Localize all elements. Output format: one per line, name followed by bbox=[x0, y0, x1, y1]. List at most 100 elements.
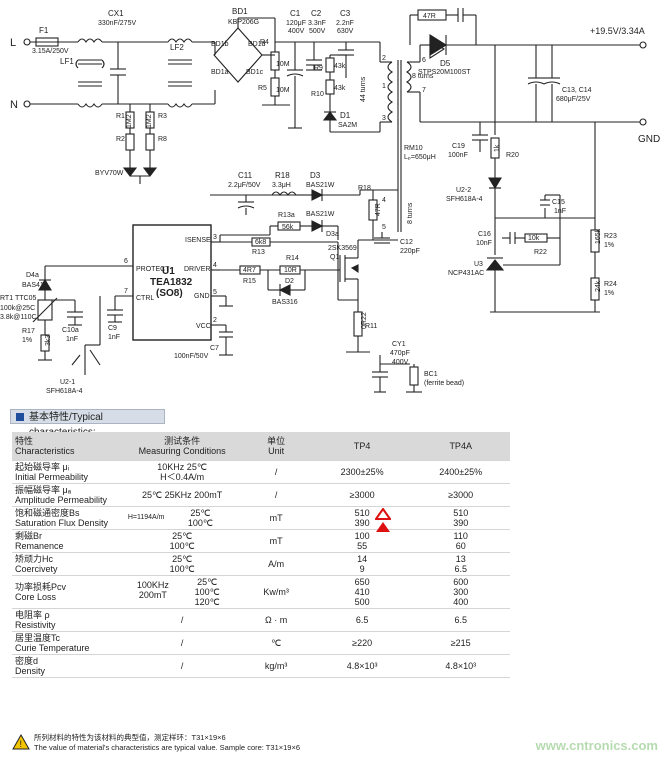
svg-text:C13, C14: C13, C14 bbox=[562, 87, 592, 94]
svg-text:R9: R9 bbox=[314, 65, 323, 72]
svg-text:R3: R3 bbox=[158, 113, 167, 120]
svg-text:C19: C19 bbox=[452, 143, 465, 150]
svg-text:D1: D1 bbox=[340, 111, 351, 120]
svg-text:1: 1 bbox=[382, 83, 386, 90]
svg-text:D5: D5 bbox=[440, 59, 451, 68]
svg-text:4: 4 bbox=[213, 262, 217, 269]
svg-text:47R: 47R bbox=[423, 13, 436, 20]
svg-text:47R: 47R bbox=[375, 203, 382, 216]
svg-text:BD1b: BD1b bbox=[211, 41, 229, 48]
svg-text:CX1: CX1 bbox=[108, 9, 124, 18]
svg-text:5: 5 bbox=[213, 289, 217, 296]
svg-text:10nF: 10nF bbox=[476, 240, 492, 247]
svg-text:NCP431AC: NCP431AC bbox=[448, 270, 484, 277]
svg-text:LF2: LF2 bbox=[170, 43, 184, 52]
svg-text:R2: R2 bbox=[116, 136, 125, 143]
svg-text:10M: 10M bbox=[276, 87, 290, 94]
svg-text:STPS20M100ST: STPS20M100ST bbox=[418, 69, 471, 76]
svg-text:GND: GND bbox=[638, 134, 660, 145]
svg-text:PROTECT: PROTECT bbox=[136, 266, 170, 273]
svg-text:VCC: VCC bbox=[196, 323, 211, 330]
svg-text:Lₚ=650μH: Lₚ=650μH bbox=[404, 154, 436, 161]
svg-text:100nF/50V: 100nF/50V bbox=[174, 353, 209, 360]
svg-text:400V: 400V bbox=[288, 28, 305, 35]
svg-text:44 turns: 44 turns bbox=[360, 76, 367, 102]
svg-text:1nF: 1nF bbox=[66, 336, 78, 343]
svg-text:24k: 24k bbox=[595, 280, 602, 292]
svg-text:120μF: 120μF bbox=[286, 20, 306, 27]
svg-text:R11: R11 bbox=[365, 323, 377, 330]
svg-text:500V: 500V bbox=[309, 28, 326, 35]
warning-mark-icon bbox=[374, 508, 391, 532]
svg-text:R20: R20 bbox=[506, 152, 519, 159]
svg-text:C12: C12 bbox=[400, 239, 413, 246]
svg-text:1%: 1% bbox=[604, 290, 614, 297]
svg-text:R18: R18 bbox=[358, 185, 371, 192]
svg-text:D3: D3 bbox=[310, 171, 321, 180]
svg-text:BD1: BD1 bbox=[232, 7, 248, 16]
svg-text:C3: C3 bbox=[340, 9, 351, 18]
footnote: ! 所列材料的特性为该材料的典型值，测定样环：T31×19×6 The valu… bbox=[12, 733, 512, 753]
svg-text:R18: R18 bbox=[275, 171, 290, 180]
svg-text:5: 5 bbox=[382, 224, 386, 231]
svg-text:8 turns: 8 turns bbox=[412, 73, 434, 80]
svg-text:C16: C16 bbox=[478, 231, 491, 238]
svg-text:1nF: 1nF bbox=[108, 334, 120, 341]
warning-icon: ! bbox=[12, 734, 30, 750]
svg-text:BYV70W: BYV70W bbox=[95, 170, 124, 177]
section-bullet bbox=[16, 413, 24, 421]
svg-text:SFH618A-4: SFH618A-4 bbox=[446, 196, 483, 203]
svg-text:43k: 43k bbox=[334, 63, 346, 70]
svg-text:2.2nF: 2.2nF bbox=[336, 20, 354, 27]
svg-text:R13a: R13a bbox=[278, 212, 295, 219]
svg-text:CTRL: CTRL bbox=[136, 295, 154, 302]
svg-text:2SK3569: 2SK3569 bbox=[328, 245, 357, 252]
svg-text:R24: R24 bbox=[604, 281, 617, 288]
svg-text:2.2μF/50V: 2.2μF/50V bbox=[228, 182, 261, 189]
svg-text:165k: 165k bbox=[595, 228, 602, 244]
svg-text:!: ! bbox=[20, 739, 23, 749]
svg-text:3: 3 bbox=[382, 115, 386, 122]
svg-text:R22: R22 bbox=[534, 249, 547, 256]
svg-text:1M2: 1M2 bbox=[146, 114, 153, 128]
svg-text:R4: R4 bbox=[260, 39, 269, 46]
svg-text:6: 6 bbox=[124, 258, 128, 265]
svg-text:KBP206G: KBP206G bbox=[228, 19, 259, 26]
svg-text:CY1: CY1 bbox=[392, 341, 406, 348]
svg-text:LF1: LF1 bbox=[60, 57, 74, 66]
svg-text:U1: U1 bbox=[162, 266, 175, 277]
svg-text:330nF/275V: 330nF/275V bbox=[98, 20, 136, 27]
svg-text:7: 7 bbox=[124, 288, 128, 295]
svg-text:43k: 43k bbox=[334, 85, 346, 92]
svg-text:400V: 400V bbox=[392, 359, 409, 366]
svg-text:10R: 10R bbox=[284, 267, 297, 274]
svg-text:R1: R1 bbox=[116, 113, 125, 120]
svg-text:470pF: 470pF bbox=[390, 350, 410, 357]
svg-text:3.3μH: 3.3μH bbox=[272, 182, 291, 189]
svg-text:D3a: D3a bbox=[326, 231, 339, 238]
svg-text:R14: R14 bbox=[286, 255, 299, 262]
svg-text:1k: 1k bbox=[494, 144, 501, 152]
svg-text:BD1a: BD1a bbox=[211, 69, 229, 76]
flyback-schematic: L N F1 3.15A/250V CX1 330nF/275V LF1 LF2… bbox=[0, 7, 660, 395]
svg-text:3k3: 3k3 bbox=[45, 335, 52, 346]
svg-text:TTC05: TTC05 bbox=[15, 295, 37, 302]
svg-text:4: 4 bbox=[382, 197, 386, 204]
svg-text:ISENSE: ISENSE bbox=[185, 237, 211, 244]
svg-text:U2-2: U2-2 bbox=[456, 187, 471, 194]
svg-text:7: 7 bbox=[422, 87, 426, 94]
svg-text:SA2M: SA2M bbox=[338, 122, 357, 129]
svg-text:TEA1832: TEA1832 bbox=[150, 277, 193, 288]
svg-text:C15: C15 bbox=[552, 199, 565, 206]
svg-text:C2: C2 bbox=[311, 9, 322, 18]
svg-text:680μF/25V: 680μF/25V bbox=[556, 96, 591, 103]
svg-text:R17: R17 bbox=[22, 328, 35, 335]
svg-text:R8: R8 bbox=[158, 136, 167, 143]
svg-text:(ferrite bead): (ferrite bead) bbox=[424, 380, 464, 387]
watermark: www.cntronics.com bbox=[535, 738, 658, 753]
